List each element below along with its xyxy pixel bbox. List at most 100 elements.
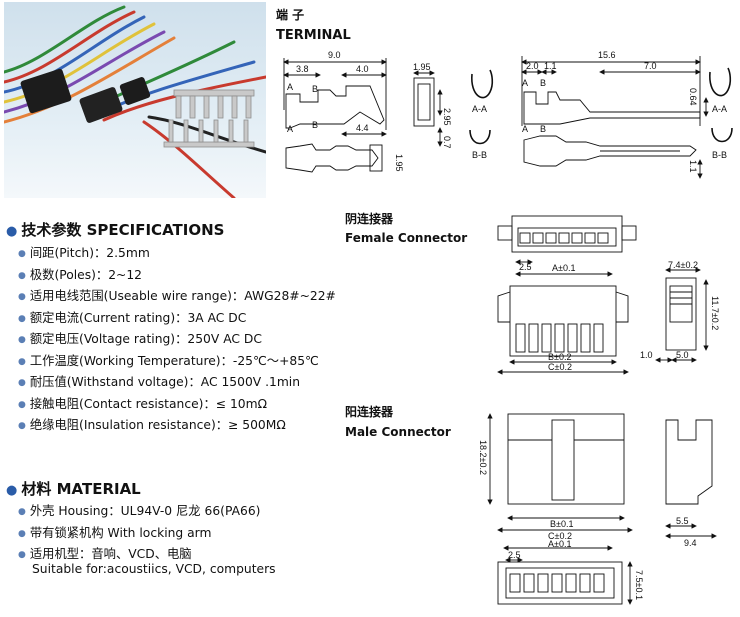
bullet-icon: ●	[18, 292, 26, 302]
list-item: ●绝缘电阻(Insulation resistance)：≥ 500MΩ	[18, 415, 336, 437]
material-title-en: MATERIAL	[56, 480, 141, 498]
bullet-icon: ●	[6, 224, 18, 239]
dim-text: 5.5	[676, 516, 689, 526]
list-item: ●接触电阻(Contact resistance)：≤ 10mΩ	[18, 394, 336, 416]
material-suitable-en: Suitable for:acoustiics, VCD, computers	[32, 562, 276, 576]
dim-text: 7.0	[644, 61, 657, 71]
dim-text: B	[540, 78, 546, 88]
bullet-icon: ●	[18, 249, 26, 259]
dim-text: C±0.2	[548, 531, 572, 541]
list-item: ●间距(Pitch)：2.5mm	[18, 243, 336, 265]
list-item: ●适用电线范围(Useable wire range)：AWG28#~22#	[18, 286, 336, 308]
material-title-zh: 材料	[21, 480, 52, 498]
spec-text: 耐压值(Withstand voltage)：AC 1500V .1min	[29, 375, 301, 389]
spec-text: 适用电线范围(Useable wire range)：AWG28#~22#	[29, 289, 336, 303]
bullet-icon: ●	[18, 399, 26, 410]
list-item: ●工作温度(Working Temperature)：-25℃～+85℃	[18, 351, 336, 373]
female-title-zh: 阴连接器	[345, 212, 394, 226]
dim-text: 2.5	[519, 262, 532, 272]
dim-text: 1.0	[640, 350, 653, 360]
female-title-en: Female Connector	[345, 231, 468, 245]
female-connector-top-view	[497, 215, 637, 277]
dim-text: A	[522, 78, 528, 88]
spec-text: 工作温度(Working Temperature)：-25℃～+85℃	[29, 353, 319, 368]
dim-text: 7.5±0.1	[634, 570, 644, 600]
dim-text: 15.6	[598, 50, 616, 60]
dim-text: B	[312, 84, 318, 94]
dim-text: 4.4	[356, 123, 369, 133]
specifications-title: ●技术参数 SPECIFICATIONS	[6, 219, 224, 240]
male-title-en: Male Connector	[345, 425, 451, 439]
dim-text: 1.1	[688, 160, 698, 173]
dim-text: B±0.1	[550, 519, 573, 529]
dim-text: B-B	[712, 150, 727, 160]
connector-photo-illustration	[4, 5, 266, 198]
spec-title-zh: 技术参数	[21, 221, 82, 239]
bullet-icon: ●	[18, 528, 26, 539]
dim-text: C±0.2	[548, 362, 572, 372]
list-item: ●带有锁紧机构 With locking arm	[18, 523, 260, 545]
spec-text: 接触电阻(Contact resistance)：≤ 10mΩ	[29, 396, 267, 411]
bullet-icon: ●	[18, 378, 26, 388]
bullet-icon: ●	[18, 335, 26, 345]
dim-text: B±0.2	[548, 352, 571, 362]
list-item: ●极数(Poles)：2~12	[18, 265, 336, 287]
material-text: 适用机型：音响、VCD、电脑	[29, 547, 192, 561]
dim-text: 18.2±0.2	[478, 440, 488, 475]
dim-text: 1.1	[544, 61, 557, 71]
female-connector-side-view	[655, 267, 709, 363]
male-connector-front-view	[487, 413, 633, 533]
dim-text: 2.5	[508, 550, 521, 560]
terminal-small-side-view	[283, 58, 387, 137]
bullet-icon: ●	[18, 313, 26, 324]
dim-text: 9.4	[684, 538, 697, 548]
dim-text: 2.0	[526, 61, 539, 71]
terminal-large-bottom-view	[523, 135, 703, 179]
material-text: 带有锁紧机构 With locking arm	[29, 525, 212, 540]
spec-text: 额定电压(Voltage rating)：250V AC DC	[29, 332, 262, 346]
dim-text: 4.0	[356, 64, 369, 74]
spec-text: 极数(Poles)：2~12	[29, 267, 143, 282]
bullet-icon: ●	[18, 356, 26, 367]
list-item: ●额定电流(Current rating)：3A AC DC	[18, 308, 336, 330]
terminal-small-end-view	[413, 70, 443, 147]
dim-text: B	[540, 124, 546, 134]
female-connector-front-view	[497, 285, 629, 375]
dim-text: 0.7	[442, 136, 452, 149]
list-item: ●耐压值(Withstand voltage)：AC 1500V .1min	[18, 372, 336, 394]
dim-text: A	[287, 124, 293, 134]
male-title-zh: 阳连接器	[345, 405, 394, 419]
dim-text: B	[312, 120, 318, 130]
material-title: ●材料 MATERIAL	[6, 478, 141, 499]
dim-text: 7.4±0.2	[668, 260, 698, 270]
material-list: ●外壳 Housing：UL94V-0 尼龙 66(PA66) ●带有锁紧机构 …	[18, 501, 260, 566]
dim-text: 0.64	[688, 88, 698, 106]
dim-text: A±0.1	[552, 263, 575, 273]
terminal-large-side-view	[521, 56, 709, 126]
bullet-icon: ●	[18, 507, 26, 517]
dim-text: 3.8	[296, 64, 309, 74]
bullet-icon: ●	[18, 270, 26, 281]
male-connector-side-view	[665, 419, 717, 539]
male-connector-bottom-view	[497, 545, 633, 605]
dim-text: A	[287, 82, 293, 92]
bullet-icon: ●	[18, 421, 26, 431]
dim-text: A-A	[472, 104, 487, 114]
material-text: 外壳 Housing：UL94V-0 尼龙 66(PA66)	[29, 504, 261, 518]
spec-text: 间距(Pitch)：2.5mm	[29, 246, 150, 260]
dim-text: 2.95	[442, 108, 452, 126]
dim-text: 9.0	[328, 50, 341, 60]
dim-text: 5.0	[676, 350, 689, 360]
list-item: ●额定电压(Voltage rating)：250V AC DC	[18, 329, 336, 351]
dim-text: A±0.1	[548, 539, 571, 549]
spec-title-en: SPECIFICATIONS	[86, 221, 225, 239]
terminal-title-en: TERMINAL	[276, 28, 351, 43]
specifications-list: ●间距(Pitch)：2.5mm ●极数(Poles)：2~12 ●适用电线范围…	[18, 243, 336, 437]
dim-text: A	[522, 124, 528, 134]
bullet-icon: ●	[18, 550, 26, 560]
dim-text: 1.95	[413, 62, 431, 72]
product-photo	[4, 2, 266, 198]
dim-text: A-A	[712, 104, 727, 114]
bullet-icon: ●	[6, 483, 18, 498]
